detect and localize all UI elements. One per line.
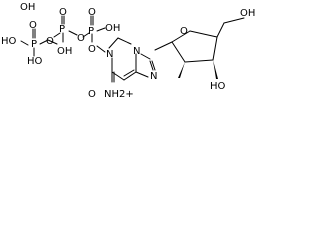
atom-label-p: P <box>31 39 37 50</box>
atom-label-o: O <box>180 26 188 37</box>
bond <box>68 30 78 36</box>
bond <box>189 30 218 38</box>
atom-label-o: O <box>29 20 37 31</box>
atom-label-n: N <box>106 49 113 60</box>
bond <box>216 22 225 38</box>
bond <box>154 41 173 51</box>
atom-label-oh: OH <box>20 2 35 13</box>
bond <box>171 30 191 43</box>
atom-label-n: N <box>133 46 140 57</box>
bond <box>171 41 186 63</box>
bond <box>117 37 132 45</box>
bond <box>82 32 90 38</box>
bond <box>96 45 106 53</box>
atom-label-p: P <box>88 26 94 37</box>
atom-label-ho: HO <box>27 56 43 67</box>
atom-label-o: O <box>88 7 96 18</box>
bond <box>149 60 154 71</box>
atom-label-p: P <box>59 24 65 35</box>
atom-label-n: N <box>150 71 157 82</box>
wedge-bond <box>178 62 185 78</box>
bond <box>47 39 58 45</box>
atom-label-oh: OH <box>105 23 120 34</box>
bond <box>20 40 29 46</box>
bond <box>96 27 106 32</box>
bond <box>123 71 137 81</box>
chemical-structure-diagram: OH P O O HO P O O OH P O OH HO O N N N O… <box>1 2 255 100</box>
atom-label-o: O <box>46 36 54 47</box>
bond <box>184 59 214 63</box>
atom-label-o-minus: O <box>88 89 96 100</box>
atom-label-o: O <box>88 44 96 55</box>
bond <box>53 32 61 38</box>
atom-label-o: O <box>59 7 67 18</box>
atom-label-ho: HO <box>1 36 17 47</box>
atom-label-nh2-plus: NH2+ <box>104 89 134 100</box>
bond <box>223 17 245 24</box>
atom-label-oh: OH <box>57 46 72 57</box>
atom-label-oh: OH <box>240 8 255 19</box>
atom-label-o: O <box>77 33 85 44</box>
bond <box>140 53 151 60</box>
bond <box>151 60 156 71</box>
bond <box>39 39 49 45</box>
atom-label-ho: HO <box>210 81 226 92</box>
bond <box>212 36 218 61</box>
bond <box>135 71 149 78</box>
bond <box>108 37 119 49</box>
bond <box>123 69 135 77</box>
wedge-bond <box>213 60 218 79</box>
